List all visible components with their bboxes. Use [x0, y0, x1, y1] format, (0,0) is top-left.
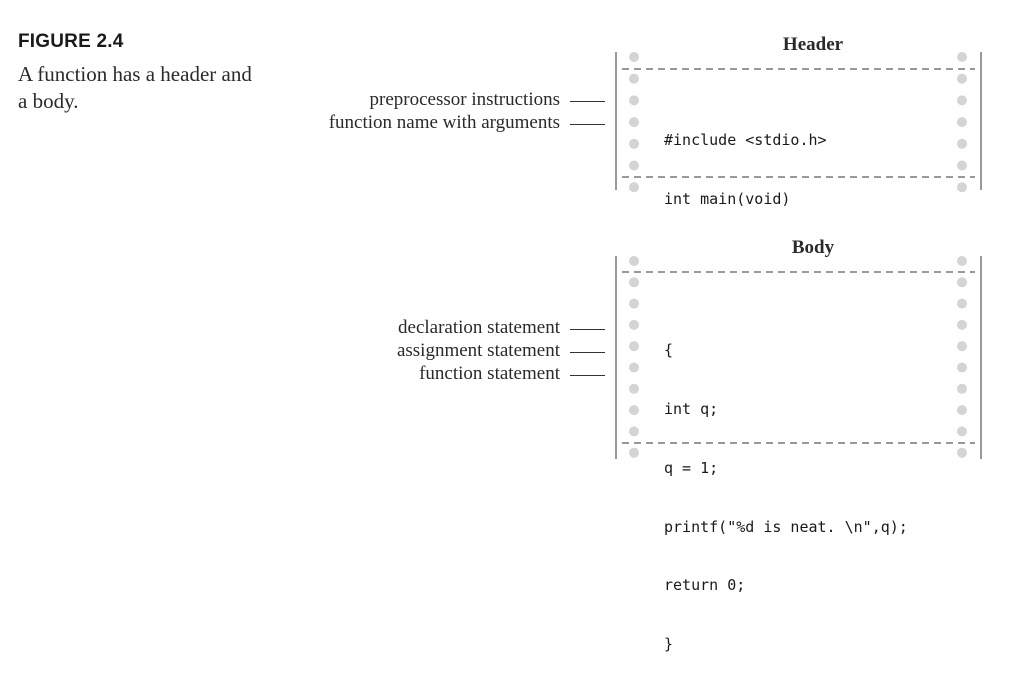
- code-line-printf: printf("%d is neat. \n",q);: [664, 517, 908, 536]
- sprocket-hole: [629, 277, 639, 288]
- leader-line-function-statement: [570, 375, 605, 376]
- sprocket-hole: [629, 362, 639, 373]
- leader-line-function-name: [570, 124, 605, 125]
- leader-line-preprocessor: [570, 101, 605, 102]
- body-panel-frame: [615, 256, 982, 459]
- sprocket-hole: [629, 160, 639, 171]
- sprocket-hole: [957, 447, 967, 458]
- code-line-include: #include <stdio.h>: [664, 131, 827, 150]
- sprocket-hole: [629, 138, 639, 149]
- code-line-close-brace: }: [664, 635, 674, 654]
- header-panel-title: Header: [782, 34, 844, 55]
- annotation-assignment: assignment statement: [396, 340, 560, 361]
- sprocket-hole: [957, 298, 967, 309]
- sprocket-hole: [957, 138, 967, 149]
- annotation-declaration: declaration statement: [398, 317, 560, 338]
- sprocket-hole: [957, 277, 967, 288]
- sprocket-hole: [957, 426, 967, 437]
- annotation-preprocessor: preprocessor instructions: [369, 89, 560, 110]
- sprocket-hole: [629, 95, 639, 106]
- sprocket-hole: [957, 95, 967, 106]
- code-line-return: return 0;: [664, 576, 746, 595]
- code-line-assignment: q = 1;: [664, 458, 719, 477]
- body-sprocket-holes-left: [629, 256, 639, 458]
- sprocket-hole: [957, 341, 967, 352]
- sprocket-hole: [957, 362, 967, 373]
- sprocket-hole: [957, 117, 967, 128]
- annotation-function-statement: function statement: [419, 363, 560, 384]
- sprocket-hole: [629, 256, 639, 266]
- leader-line-assignment: [570, 352, 605, 353]
- sprocket-hole: [957, 160, 967, 171]
- code-line-open-brace: {: [664, 341, 674, 360]
- code-line-main: int main(void): [664, 189, 791, 208]
- sprocket-hole: [629, 182, 639, 193]
- sprocket-hole: [629, 117, 639, 128]
- body-panel-title: Body: [791, 237, 835, 258]
- leader-line-declaration: [570, 329, 605, 330]
- header-sprocket-holes-right: [957, 52, 967, 193]
- diagram-frames: [615, 52, 982, 459]
- sprocket-hole: [629, 73, 639, 84]
- sprocket-hole: [629, 341, 639, 352]
- header-panel-frame: [615, 52, 982, 193]
- header-code-block: #include <stdio.h> int main(void): [664, 92, 827, 229]
- sprocket-hole: [629, 447, 639, 458]
- sprocket-hole: [957, 319, 967, 330]
- figure-label: FIGURE 2.4: [18, 31, 124, 52]
- sprocket-hole: [629, 426, 639, 437]
- sprocket-hole: [629, 52, 639, 62]
- sprocket-hole: [629, 383, 639, 394]
- sprocket-hole: [957, 52, 967, 62]
- body-sprocket-holes-right: [957, 256, 967, 458]
- sprocket-hole: [629, 319, 639, 330]
- annotation-function-name: function name with arguments: [328, 112, 560, 133]
- figure-caption: A function has a header and a body.: [18, 62, 252, 113]
- sprocket-hole: [629, 298, 639, 309]
- sprocket-hole: [629, 405, 639, 416]
- header-sprocket-holes-left: [629, 52, 639, 193]
- code-line-declaration: int q;: [664, 399, 719, 418]
- sprocket-hole: [957, 256, 967, 266]
- body-code-block: { int q; q = 1; printf("%d is neat. \n",…: [664, 302, 908, 674]
- sprocket-hole: [957, 73, 967, 84]
- sprocket-hole: [957, 405, 967, 416]
- sprocket-hole: [957, 383, 967, 394]
- sprocket-hole: [957, 182, 967, 193]
